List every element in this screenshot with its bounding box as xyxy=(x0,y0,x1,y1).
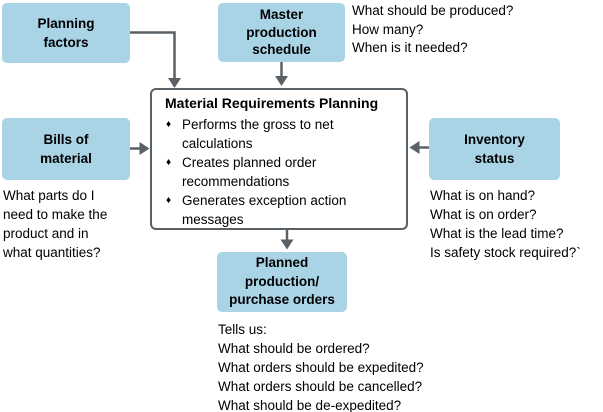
mrp-bullet-item: ♦ Performs the gross to net calculations xyxy=(165,115,400,153)
note-planned-orders-output: Tells us: What should be ordered? What o… xyxy=(218,322,424,412)
diamond-bullet-icon: ♦ xyxy=(166,195,172,206)
arrow-bills-of-material-to-mrp xyxy=(130,142,150,155)
box-inventory-status: Inventory status xyxy=(429,118,560,180)
note-master-schedule-questions: What should be produced? How many? When … xyxy=(352,3,514,55)
box-master-production-schedule-label: Master production schedule xyxy=(246,7,317,58)
box-master-production-schedule: Master production schedule xyxy=(218,3,345,62)
arrow-inventory-status-to-mrp xyxy=(409,141,429,154)
note-inventory-status-questions: What is on hand? What is on order? What … xyxy=(430,188,581,260)
note-bills-of-material-questions: What parts do I need to make the product… xyxy=(3,188,108,260)
mrp-bullet-text: Creates planned order recommendations xyxy=(182,155,317,189)
arrow-line xyxy=(130,31,176,79)
diamond-bullet-icon: ♦ xyxy=(166,157,172,168)
mrp-bullet-text: Performs the gross to net calculations xyxy=(182,117,334,151)
mrp-bullet-item: ♦ Creates planned order recommendations xyxy=(165,153,400,191)
diamond-bullet-icon: ♦ xyxy=(166,119,172,130)
box-planned-production-purchase-orders-label: Planned production/ purchase orders xyxy=(229,255,335,308)
arrow-planning-factors-to-mrp xyxy=(130,31,181,88)
arrowhead-icon xyxy=(280,239,294,250)
box-bills-of-material: Bills of material xyxy=(2,118,130,180)
arrow-mrp-to-planned-orders xyxy=(280,230,294,250)
box-planning-factors-label: Planning factors xyxy=(37,16,95,50)
mrp-bullet-item: ♦ Generates exception action messages xyxy=(165,191,400,229)
arrowhead-icon xyxy=(275,76,288,86)
box-inventory-status-label: Inventory status xyxy=(464,132,525,166)
arrowhead-icon xyxy=(168,78,181,88)
arrow-master-schedule-to-mrp xyxy=(275,62,288,86)
box-planning-factors: Planning factors xyxy=(2,3,130,63)
box-bills-of-material-label: Bills of material xyxy=(40,132,92,166)
mrp-box: Material Requirements Planning ♦ Perform… xyxy=(150,88,408,230)
mrp-bullet-text: Generates exception action messages xyxy=(182,193,347,227)
arrowhead-icon xyxy=(139,142,150,155)
mrp-title: Material Requirements Planning xyxy=(165,95,379,111)
arrowhead-icon xyxy=(409,141,420,154)
box-planned-production-purchase-orders: Planned production/ purchase orders xyxy=(217,252,347,312)
